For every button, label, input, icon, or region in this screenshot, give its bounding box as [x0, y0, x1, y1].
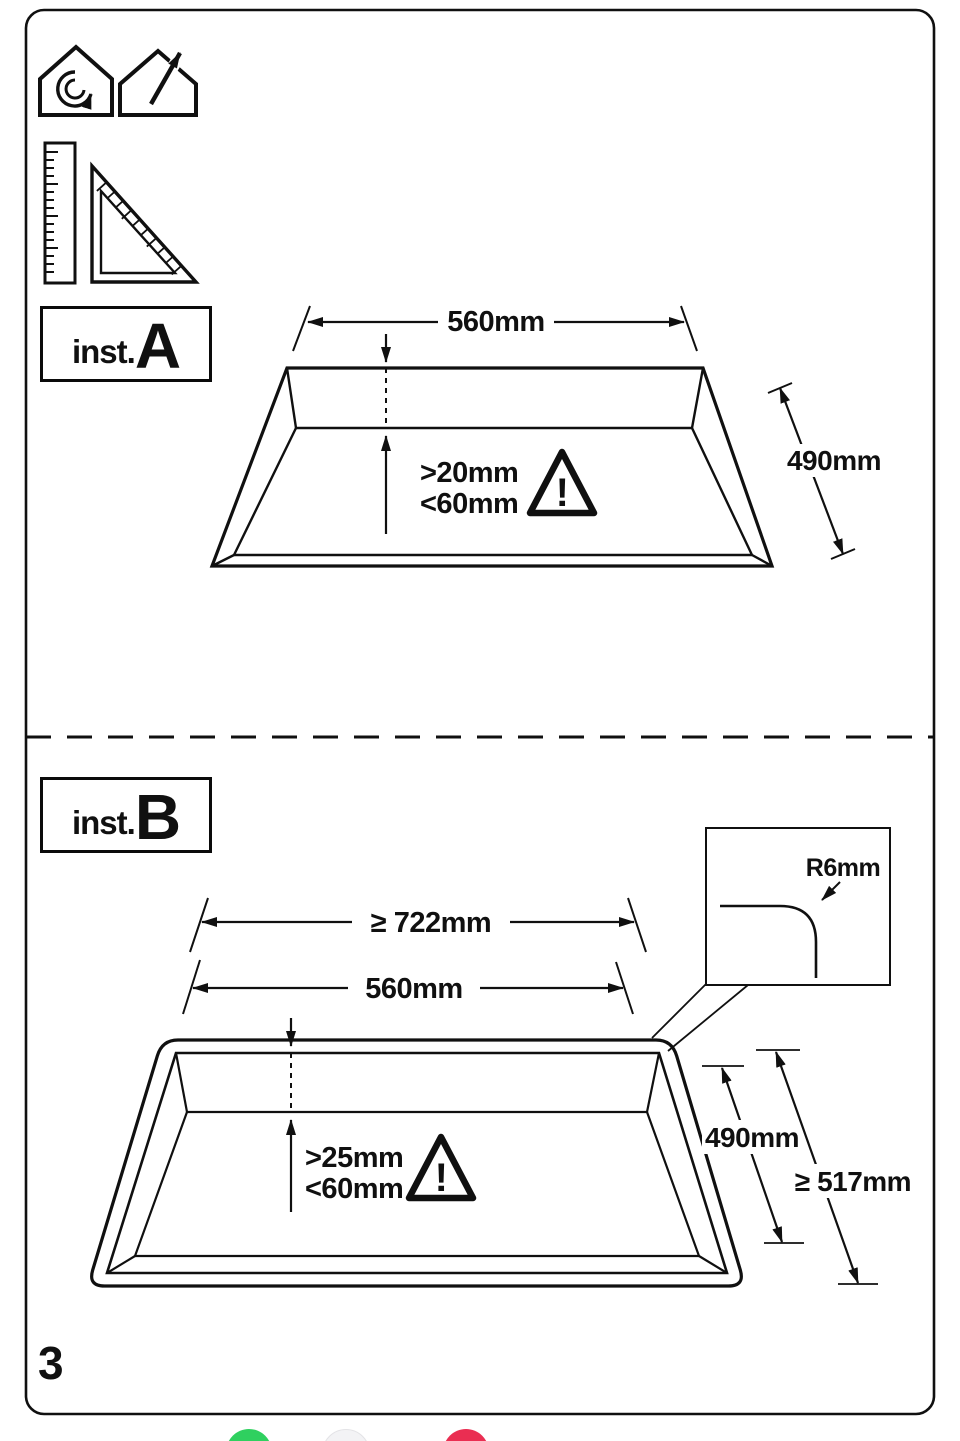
dim-width-label-b: 560mm — [365, 973, 462, 1005]
clearance-max-label-b: <60mm — [305, 1173, 403, 1205]
corner-detail-box: R6mm — [651, 827, 891, 1052]
dim-width-label-a: 560mm — [447, 306, 544, 338]
extension-ticks-b — [182, 897, 647, 1015]
page-number: 3 — [38, 1337, 64, 1389]
section-label-a-prefix: inst. — [71, 333, 136, 370]
section-label-b: inst. B — [40, 777, 212, 853]
corner-radius-label: R6mm — [806, 854, 880, 882]
warning-triangle-icon-a: ! — [526, 448, 598, 517]
pagination-dot-red[interactable] — [443, 1429, 489, 1441]
diagram-a: 560mm >20mm <60mm ! — [209, 304, 886, 568]
dim-depth-label-b: 490mm — [705, 1122, 799, 1153]
house-exhaust-icon — [118, 46, 198, 117]
dim-depth-label-a: 490mm — [787, 445, 881, 476]
corner-radius-curve — [720, 904, 818, 978]
dimension-depth-a: 490mm — [767, 382, 886, 560]
section-label-a-letter: A — [134, 310, 181, 382]
dimension-outer-depth-b: ≥ 517mm — [756, 1049, 914, 1285]
clearance-min-label-a: >20mm — [420, 457, 518, 489]
warning-triangle-icon-b: ! — [405, 1133, 477, 1202]
cutout-a — [209, 366, 775, 568]
house-recirculation-icon — [38, 44, 114, 117]
corner-radius-pointer — [821, 881, 841, 901]
diagram-b: ≥ 722mm 560mm >25 — [90, 827, 914, 1288]
pagination-dot-green[interactable] — [226, 1429, 272, 1441]
set-square-icon — [90, 161, 200, 284]
clearance-min-label-b: >25mm — [305, 1142, 403, 1174]
dimension-width-a: 560mm — [307, 304, 685, 338]
section-label-b-prefix: inst. — [71, 804, 136, 841]
section-label-b-letter: B — [134, 781, 181, 853]
dimension-outer-width-b: ≥ 722mm — [201, 904, 635, 940]
dim-outer-width-label-b: ≥ 722mm — [371, 907, 491, 939]
page-border — [24, 8, 936, 1416]
dimension-width-b: 560mm — [192, 970, 624, 1006]
dim-outer-depth-label-b: ≥ 517mm — [795, 1166, 911, 1197]
extension-ticks-a — [292, 305, 698, 352]
warning-mark-b: ! — [435, 1156, 448, 1200]
cutout-b — [90, 1038, 743, 1288]
header-icons — [38, 44, 200, 285]
ruler-icon — [43, 141, 77, 285]
warning-mark-a: ! — [556, 471, 569, 515]
clearance-max-label-a: <60mm — [420, 488, 518, 520]
section-label-a: inst. A — [40, 306, 212, 382]
